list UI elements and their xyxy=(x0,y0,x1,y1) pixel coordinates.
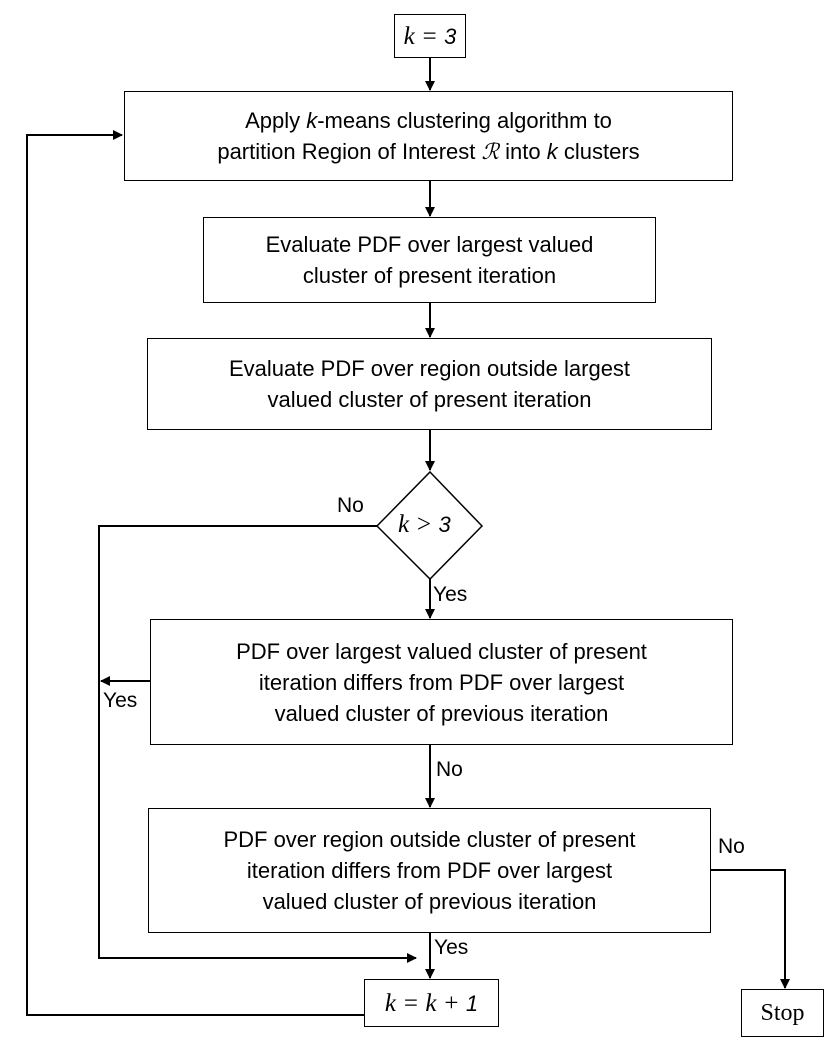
edge-compare2-no-to-stop xyxy=(711,869,790,989)
stop-node: Stop xyxy=(741,989,824,1037)
label-compare2-yes: Yes xyxy=(434,936,469,959)
edge-decision-no xyxy=(98,525,417,963)
eval-outside-node: Evaluate PDF over region outside largest… xyxy=(147,338,712,430)
compare-largest-node: PDF over largest valued cluster of prese… xyxy=(150,619,733,745)
increment-node: k = k + 1 xyxy=(364,979,499,1027)
label-compare2-no: No xyxy=(718,835,745,858)
compare-outside-node: PDF over region outside cluster of prese… xyxy=(148,808,711,933)
label-decision-no: No xyxy=(337,494,364,517)
edge-increment-loop xyxy=(26,130,364,1016)
label-compare1-yes: Yes xyxy=(103,689,138,712)
decision-condition: k > 3 xyxy=(398,511,451,538)
label-compare1-no: No xyxy=(436,758,463,781)
apply-kmeans-node: Apply k-means clustering algorithm to pa… xyxy=(124,91,733,181)
start-node: k = 3 xyxy=(394,14,466,58)
eval-largest-node: Evaluate PDF over largest valued cluster… xyxy=(203,217,656,303)
label-decision-yes: Yes xyxy=(433,583,468,606)
